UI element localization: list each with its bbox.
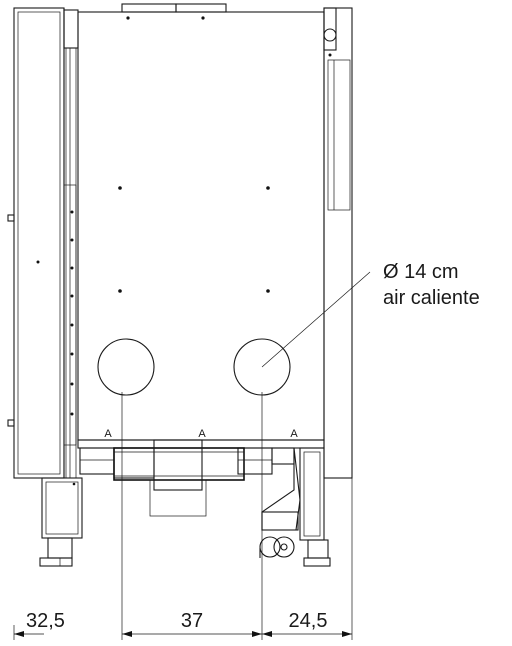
svg-text:A: A: [104, 428, 112, 440]
wheel-right: [273, 536, 295, 558]
base-assembly: [72, 439, 295, 517]
right-legs: [259, 447, 331, 567]
svg-text:A: A: [290, 428, 298, 440]
leader-line: [261, 271, 371, 368]
description-label: air caliente: [383, 287, 480, 309]
dimension-middle-label: 37: [181, 610, 203, 632]
back-panel: A A A: [77, 3, 325, 449]
dimension-lines: [13, 392, 353, 640]
diameter-label: Ø 14 cm: [383, 261, 459, 283]
wheel-left: [259, 536, 281, 558]
dimension-left-label: 32,5: [26, 610, 65, 632]
svg-text:A: A: [198, 428, 206, 440]
right-side-panel: [323, 7, 353, 479]
hot-air-outlet-left: [97, 338, 155, 396]
dimension-right-label: 24,5: [289, 610, 328, 632]
left-side-panel: [7, 7, 83, 567]
